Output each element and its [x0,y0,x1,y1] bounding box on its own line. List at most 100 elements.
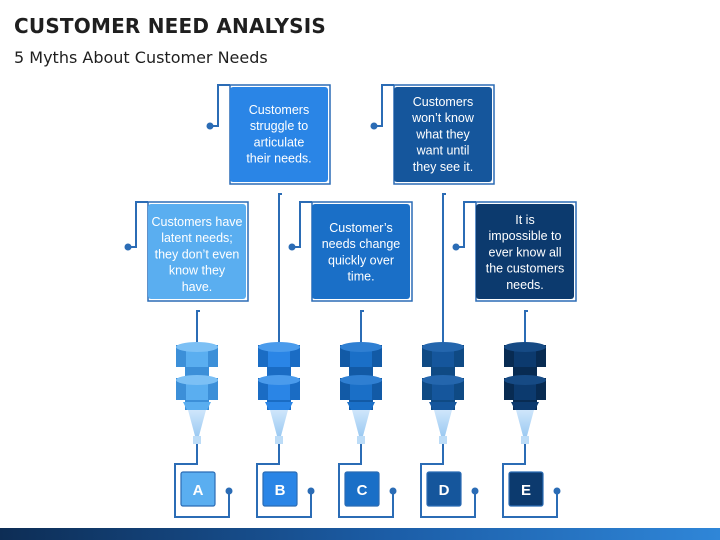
box-outline [147,201,249,302]
bolt-tip [429,402,457,410]
myth-text-line: needs. [506,278,544,292]
myth-text-line: know they [169,264,226,278]
nut-cap [258,342,300,352]
myth-text-line: It is [515,213,534,227]
myth-text-line: the customers [486,262,565,276]
nut-shade [176,345,186,367]
tail-dot [206,122,214,130]
letter-box [509,472,543,506]
letter-label: C [357,482,368,499]
light-beam [352,410,370,436]
box-tail [130,201,148,248]
nut-shade [176,378,186,400]
myth-box [148,204,246,299]
letter-dot [307,487,315,495]
letter-box-border [262,471,298,507]
letter-dot [553,487,561,495]
connector-line [442,193,446,348]
myth-text-line: they see it. [413,160,473,174]
bolt-tip [265,402,293,410]
letter-dot [471,487,479,495]
myth-text-line: have. [182,280,213,294]
myth-text-line: quickly over [328,253,394,267]
myth-text-line: they don’t even [155,247,240,261]
page-title: CUSTOMER NEED ANALYSIS [14,14,326,38]
box-tail [458,201,476,248]
myth-text-line: struggle to [250,119,308,133]
letter-box [427,472,461,506]
myth-text-line: needs change [322,237,401,251]
letter-dot [389,487,397,495]
page-subtitle: 5 Myths About Customer Needs [14,48,268,67]
letter-label: E [521,482,531,499]
myth-box [230,87,328,182]
nut-shade [372,378,382,400]
beam-nozzle [521,436,529,444]
letter-connector [174,444,230,518]
letter-box [345,472,379,506]
nut-cap [176,342,218,352]
tail-dot [288,243,296,251]
letter-label: B [275,482,286,499]
light-beam [516,410,534,436]
myth-box [394,87,492,182]
nut-cap [340,342,382,352]
connector-line [524,310,528,348]
tail-dot [124,243,132,251]
light-beam [188,410,206,436]
myth-text-line: their needs. [246,152,311,166]
letter-dot [225,487,233,495]
nut-shade [422,378,432,400]
nut-shade [504,378,514,400]
nut-cap [340,375,382,385]
beam-nozzle [193,436,201,444]
bolt-tip [511,402,539,410]
letter-connector [256,444,312,518]
box-tail [294,201,312,248]
myth-a: Customers have latent needs; they don’t ev… [124,201,249,518]
letter-box [263,472,297,506]
letter-box-border [344,471,380,507]
nut-shade [258,345,268,367]
nut-shade [340,345,350,367]
myth-text-line: what they [415,127,470,141]
beam-nozzle [439,436,447,444]
myth-text-line: ever know all [489,245,562,259]
connector-line [360,310,364,348]
box-outline [475,201,577,302]
nut-cap [176,375,218,385]
box-tail [376,84,394,127]
letter-connector [502,444,558,518]
nut-cap [504,375,546,385]
nut-shade [454,378,464,400]
nut-shade [340,378,350,400]
myth-text-line: articulate [254,135,305,149]
light-beam [270,410,288,436]
letter-box [181,472,215,506]
nut-shade [290,345,300,367]
nut-shade [208,378,218,400]
myth-text-line: impossible to [489,229,562,243]
nut-cap [422,342,464,352]
myth-e: It is impossible to ever know all the custo… [452,201,577,518]
myth-text-line: Customers [413,95,473,109]
bolt-tip [183,402,211,410]
nut-cap [258,375,300,385]
nut-shade [504,345,514,367]
box-tail [212,84,230,127]
letter-box-border [426,471,462,507]
myth-text-line: want until [416,144,470,158]
myth-text-line: latent needs; [161,231,233,245]
nut-shade [208,345,218,367]
nut-cap [504,342,546,352]
myth-box [312,204,410,299]
myth-text-line: Customers have [151,215,242,229]
footer-bar [0,528,720,540]
light-beam [434,410,452,436]
beam-nozzle [357,436,365,444]
letter-label: A [193,482,204,499]
nut-shade [536,345,546,367]
